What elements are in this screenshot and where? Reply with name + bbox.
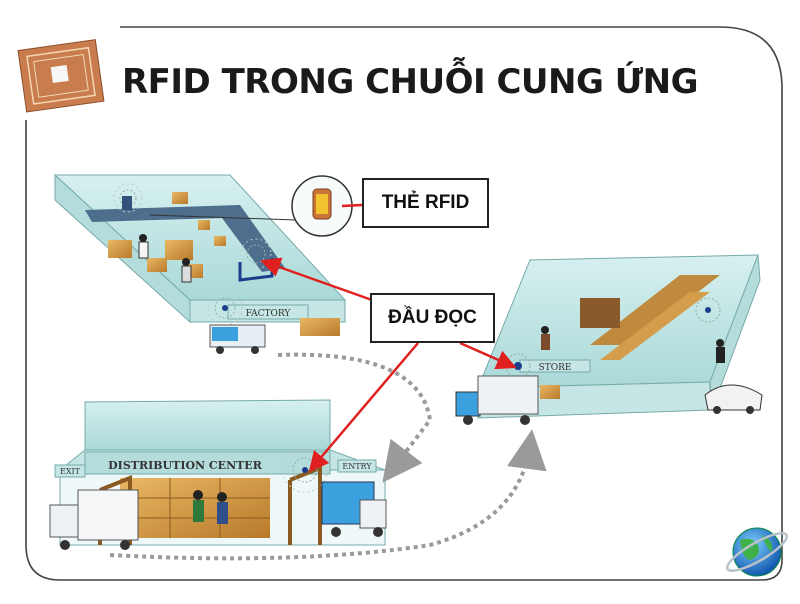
rfid-chip-icon [17,39,105,113]
store-sign: STORE [539,363,572,373]
globe-icon [725,527,789,577]
distribution-center-building: DISTRIBUTION CENTER EXIT ENTRY [49,399,387,550]
slide-frame [25,26,783,581]
slide-title: RFID TRONG CHUỖI CUNG ỨNG [121,62,699,102]
factory-sign: FACTORY [246,309,292,319]
exit-sign: EXIT [60,467,81,476]
distribution-sign: DISTRIBUTION CENTER [108,459,263,472]
rfid-tag-magnifier [149,175,353,237]
supply-flow-arrows [109,352,547,561]
entry-sign: ENTRY [342,462,372,471]
factory-building: FACTORY [53,173,347,354]
rfid-tag-label: THẺ RFID [362,178,489,228]
store-building: STORE [455,254,763,425]
rfid-reader-label: ĐẦU ĐỌC [370,293,495,343]
reader-pointer-lines [260,203,517,472]
